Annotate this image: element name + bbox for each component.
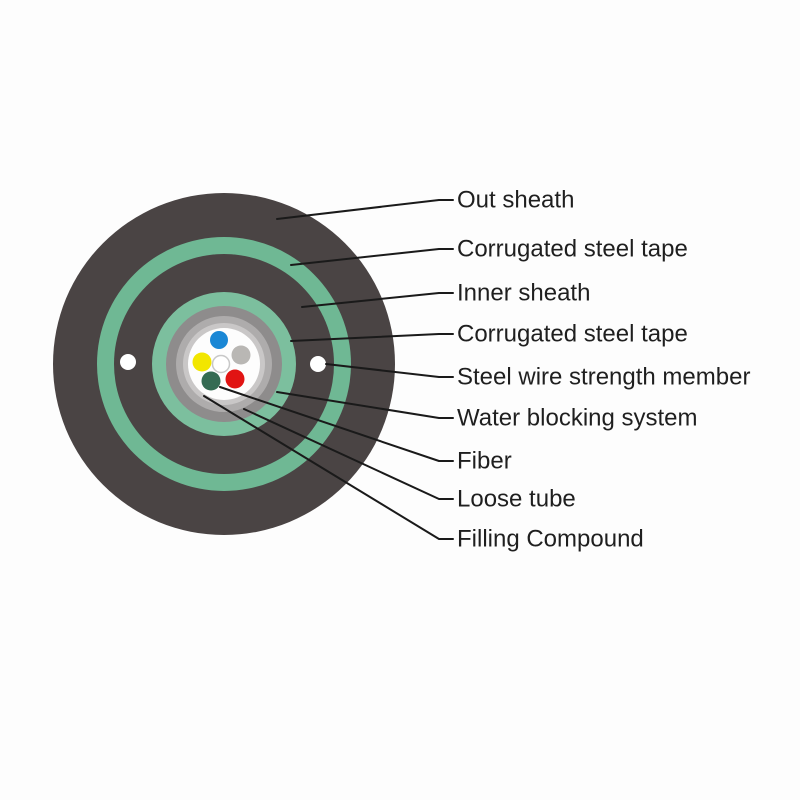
label-loose-tube: Loose tube — [457, 486, 576, 513]
label-out-sheath: Out sheath — [457, 187, 574, 214]
fiber-blue-dot — [210, 331, 228, 349]
leader-line-out-sheath — [276, 199, 454, 220]
fiber-green-dot — [201, 371, 221, 391]
leader-line-corrugated-steel-tape-2 — [290, 333, 454, 342]
fiber-red-dot — [225, 369, 245, 389]
steel-wire-right-dot — [310, 356, 326, 372]
label-steel-wire-strength-member: Steel wire strength member — [457, 364, 750, 391]
leader-line-filling-compound — [203, 395, 454, 540]
steel-wire-left-dot — [120, 354, 136, 370]
label-corrugated-steel-tape-2: Corrugated steel tape — [457, 321, 688, 348]
leader-line-fiber — [219, 386, 454, 462]
steel-wires-group — [120, 354, 326, 372]
label-inner-sheath: Inner sheath — [457, 280, 590, 307]
leader-line-steel-wire-strength-member — [325, 363, 454, 378]
fiber-gray-dot — [231, 345, 251, 365]
leader-lines-group — [203, 199, 454, 540]
label-fiber: Fiber — [457, 448, 512, 475]
label-water-blocking-system: Water blocking system — [457, 405, 698, 432]
label-corrugated-steel-tape-1: Corrugated steel tape — [457, 236, 688, 263]
leader-line-loose-tube — [243, 408, 454, 500]
fiber-dots-group — [192, 331, 251, 391]
fiber-yellow-dot — [192, 352, 212, 372]
leader-line-water-blocking-system — [276, 391, 454, 419]
fiber-white-dot — [211, 354, 231, 374]
leader-line-corrugated-steel-tape-1 — [290, 248, 454, 266]
leader-line-inner-sheath — [301, 292, 454, 308]
label-filling-compound: Filling Compound — [457, 526, 644, 553]
